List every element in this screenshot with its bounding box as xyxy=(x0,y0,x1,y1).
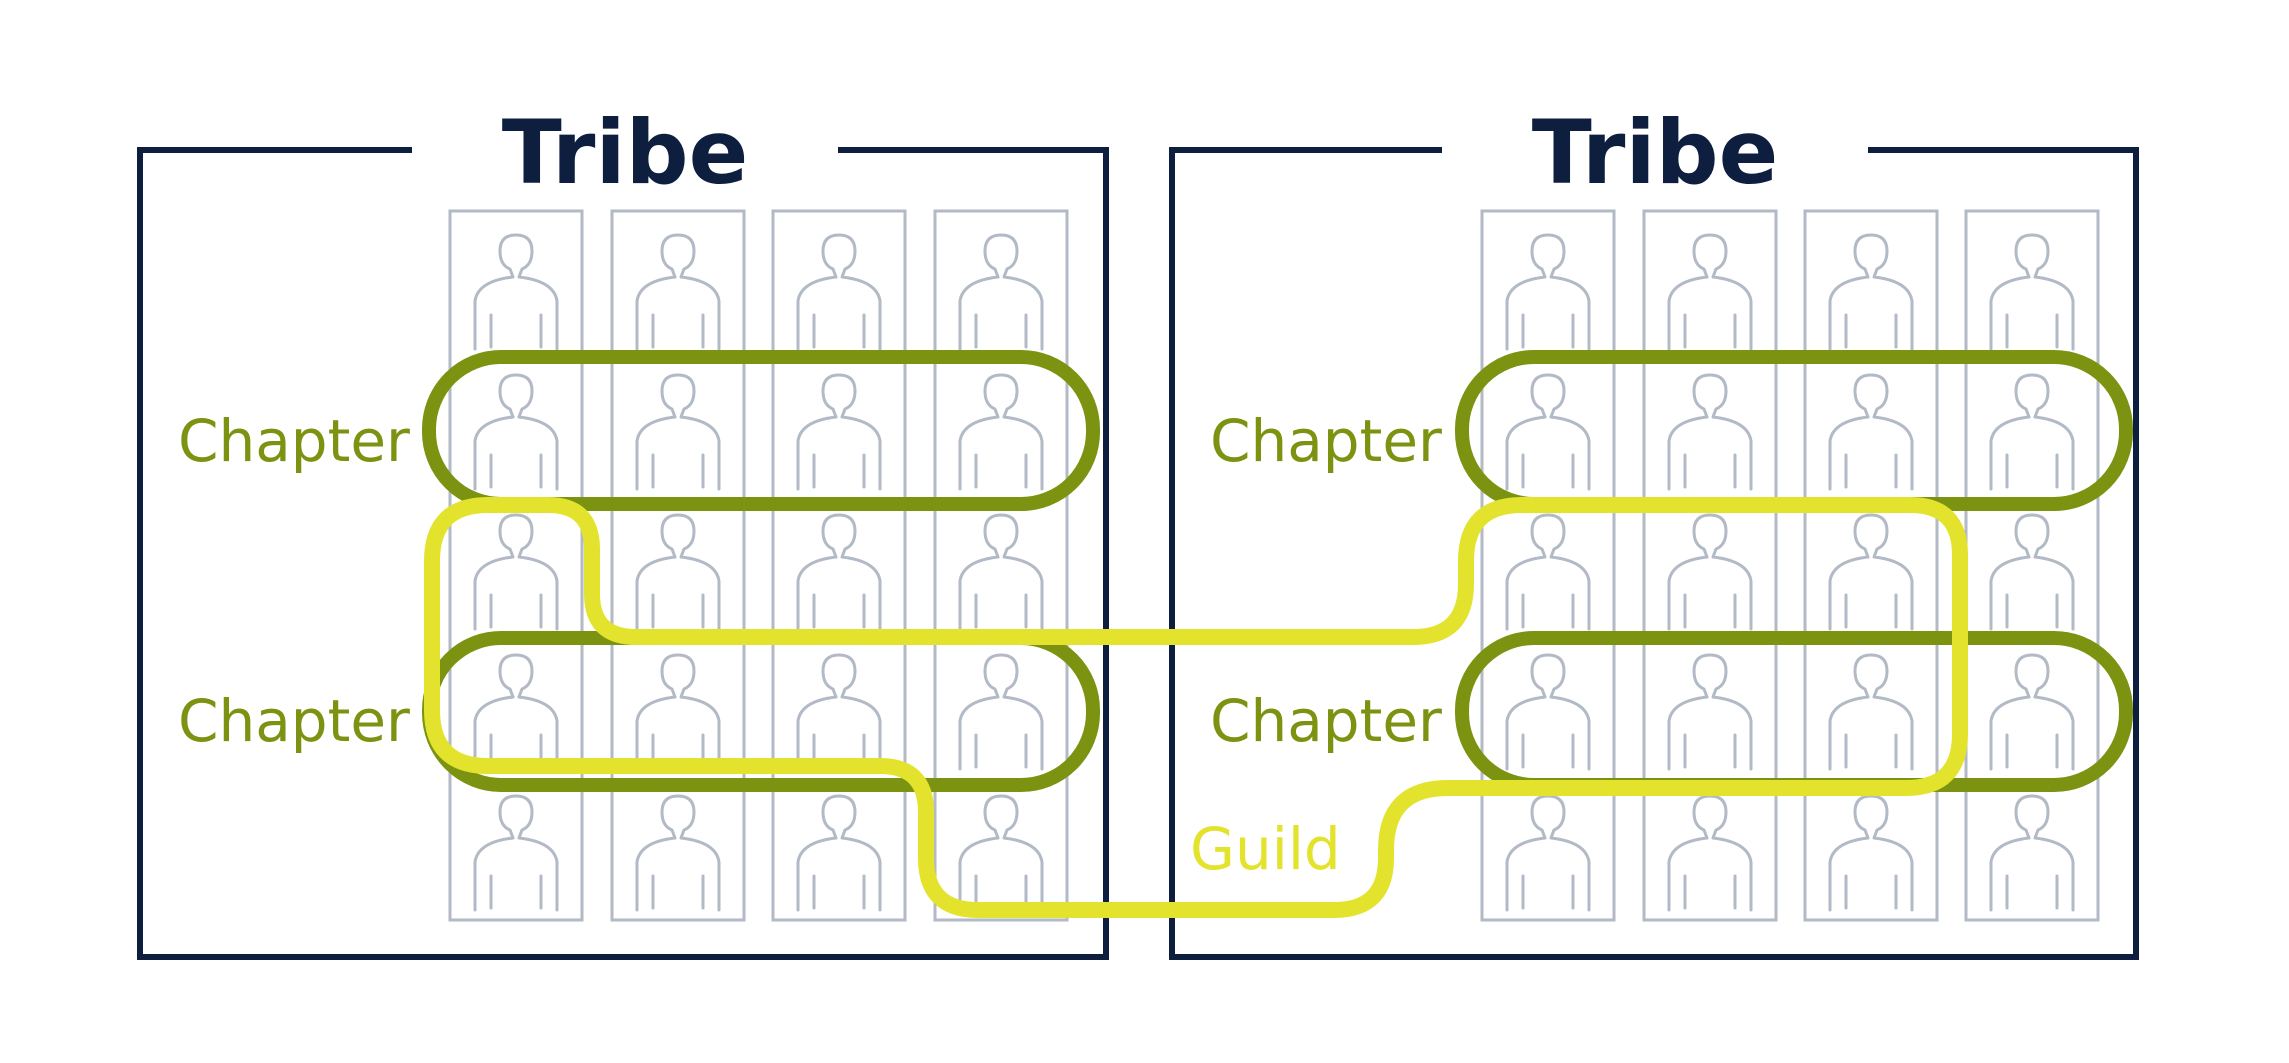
person-icon xyxy=(796,513,882,631)
person-icon xyxy=(796,794,882,912)
person-icon xyxy=(1828,373,1914,491)
person-icon xyxy=(473,794,559,912)
person-icon xyxy=(1505,373,1591,491)
person-icon xyxy=(635,233,721,351)
member-icons xyxy=(473,233,1044,912)
person-icon xyxy=(1505,233,1591,351)
member-column xyxy=(1803,209,1939,922)
member-columns xyxy=(448,209,1069,922)
member-column xyxy=(771,209,907,922)
member-column xyxy=(1642,209,1778,922)
member-icons xyxy=(1505,233,2075,912)
person-icon xyxy=(1667,373,1753,491)
member-column xyxy=(448,209,584,922)
person-icon xyxy=(1989,373,2075,491)
person-icon xyxy=(958,233,1044,351)
person-icon xyxy=(1828,794,1914,912)
chapter-label: Chapter xyxy=(178,687,410,755)
tribe-frame xyxy=(1169,147,2139,960)
chapter-label: Chapter xyxy=(1210,687,1442,755)
person-icon xyxy=(1505,653,1591,771)
chapter-label: Chapter xyxy=(1210,407,1442,475)
tribe-title: Tribe xyxy=(502,101,749,204)
guild-loop xyxy=(424,497,1968,918)
person-icon xyxy=(635,513,721,631)
person-icon xyxy=(473,513,559,631)
person-icon xyxy=(1505,513,1591,631)
person-icon xyxy=(473,233,559,351)
member-column xyxy=(1964,209,2100,922)
person-icon xyxy=(1989,233,2075,351)
person-icon xyxy=(1505,794,1591,912)
person-icon xyxy=(635,794,721,912)
member-column xyxy=(610,209,746,922)
person-icon xyxy=(635,373,721,491)
person-icon xyxy=(473,653,559,771)
person-icon xyxy=(1989,513,2075,631)
tribe-right: Tribe xyxy=(1169,101,2139,960)
person-icon xyxy=(1828,653,1914,771)
person-icon xyxy=(958,794,1044,912)
person-icon xyxy=(1667,794,1753,912)
tribe-left: Tribe xyxy=(137,101,1109,960)
person-icon xyxy=(473,373,559,491)
person-icon xyxy=(1989,653,2075,771)
member-column xyxy=(1480,209,1616,922)
person-icon xyxy=(1828,513,1914,631)
person-icon xyxy=(1667,233,1753,351)
person-icon xyxy=(958,653,1044,771)
person-icon xyxy=(796,233,882,351)
chapter-label: Chapter xyxy=(178,407,410,475)
member-column xyxy=(933,209,1069,922)
person-icon xyxy=(796,653,882,771)
tribe-frame xyxy=(137,147,1109,960)
person-icon xyxy=(958,513,1044,631)
person-icon xyxy=(1667,653,1753,771)
person-icon xyxy=(958,373,1044,491)
chapter-loop xyxy=(422,350,1100,511)
person-icon xyxy=(1828,233,1914,351)
tribe-title: Tribe xyxy=(1532,101,1779,204)
person-icon xyxy=(796,373,882,491)
person-icon xyxy=(1989,794,2075,912)
person-icon xyxy=(635,653,721,771)
guild-label: Guild xyxy=(1190,815,1341,883)
person-icon xyxy=(1667,513,1753,631)
